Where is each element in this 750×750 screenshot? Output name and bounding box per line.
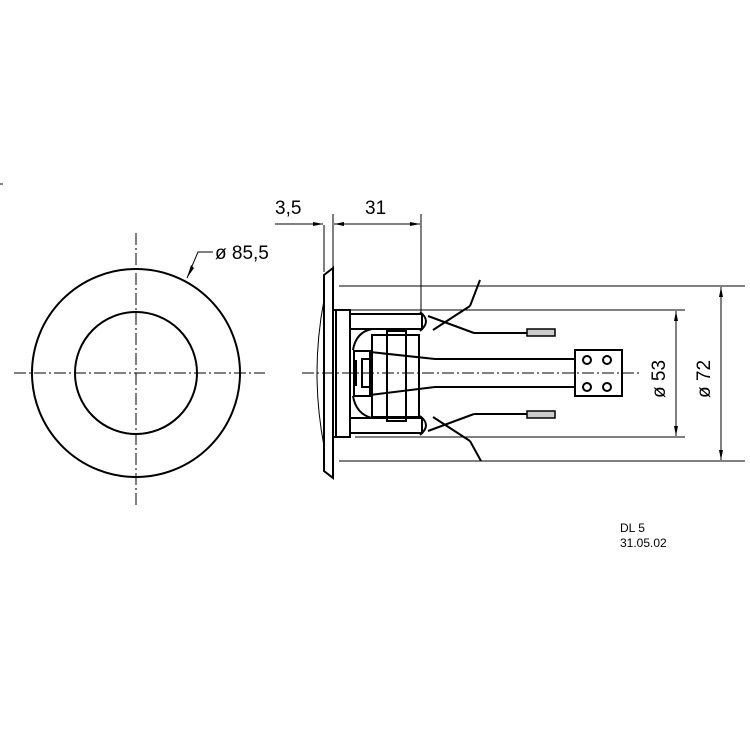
flange-thickness-label: 3,5 — [275, 198, 301, 219]
connector-block — [574, 349, 623, 397]
upper-post — [349, 313, 423, 330]
model-label: DL 5 — [620, 521, 645, 535]
outer-diameter-side-label: ø 72 — [694, 360, 715, 398]
diameter-leader — [186, 251, 213, 279]
outer-diameter-label: ø 85,5 — [215, 243, 269, 264]
date-label: 31.05.02 — [620, 536, 667, 550]
dome-curve — [316, 299, 325, 447]
lower-terminal — [526, 410, 556, 419]
magnet-outer — [371, 334, 420, 418]
inner-diameter-label: ø 53 — [649, 360, 670, 398]
side-view: 3,5 31 ø 53 ø 72 — [275, 198, 745, 481]
mounting-plate — [332, 309, 351, 438]
depth-label: 31 — [365, 198, 386, 219]
upper-terminal — [526, 328, 556, 337]
front-view: ø 85,5 — [14, 233, 269, 505]
flange — [323, 265, 334, 481]
title-block: DL 5 31.05.02 — [620, 521, 667, 550]
magnet-core — [386, 330, 407, 422]
